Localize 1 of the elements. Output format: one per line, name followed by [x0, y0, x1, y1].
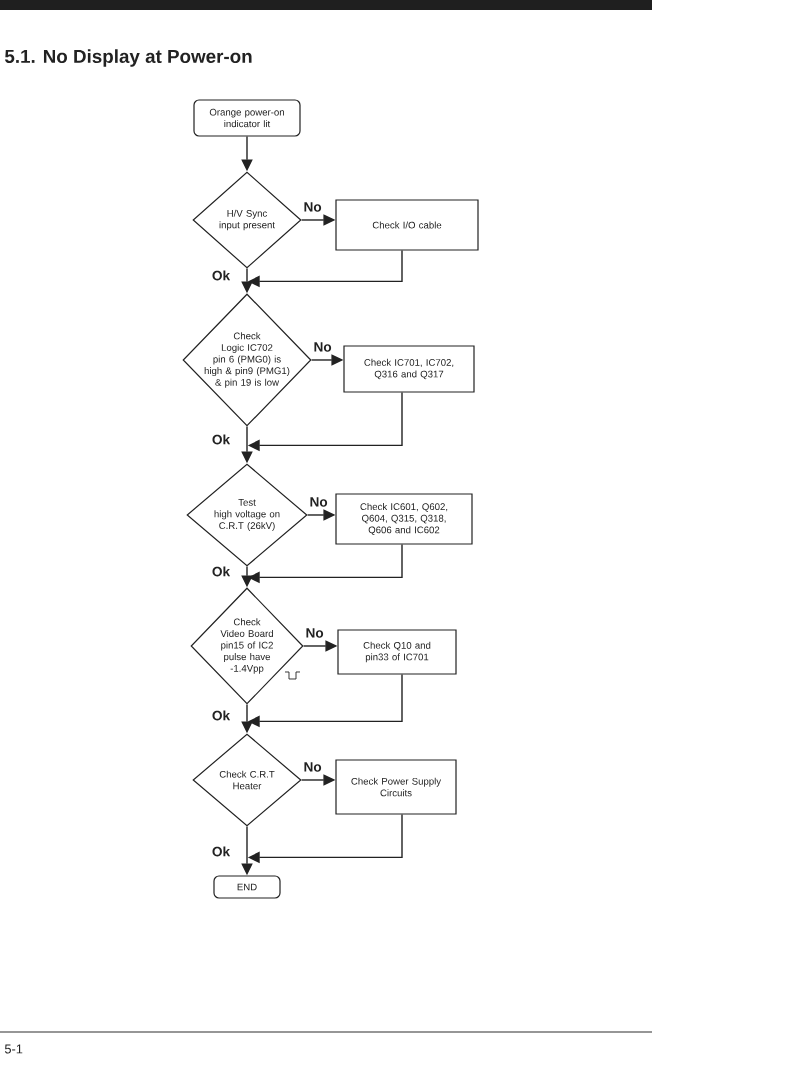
title: 5.1. No Display at Power-on [4, 49, 252, 67]
